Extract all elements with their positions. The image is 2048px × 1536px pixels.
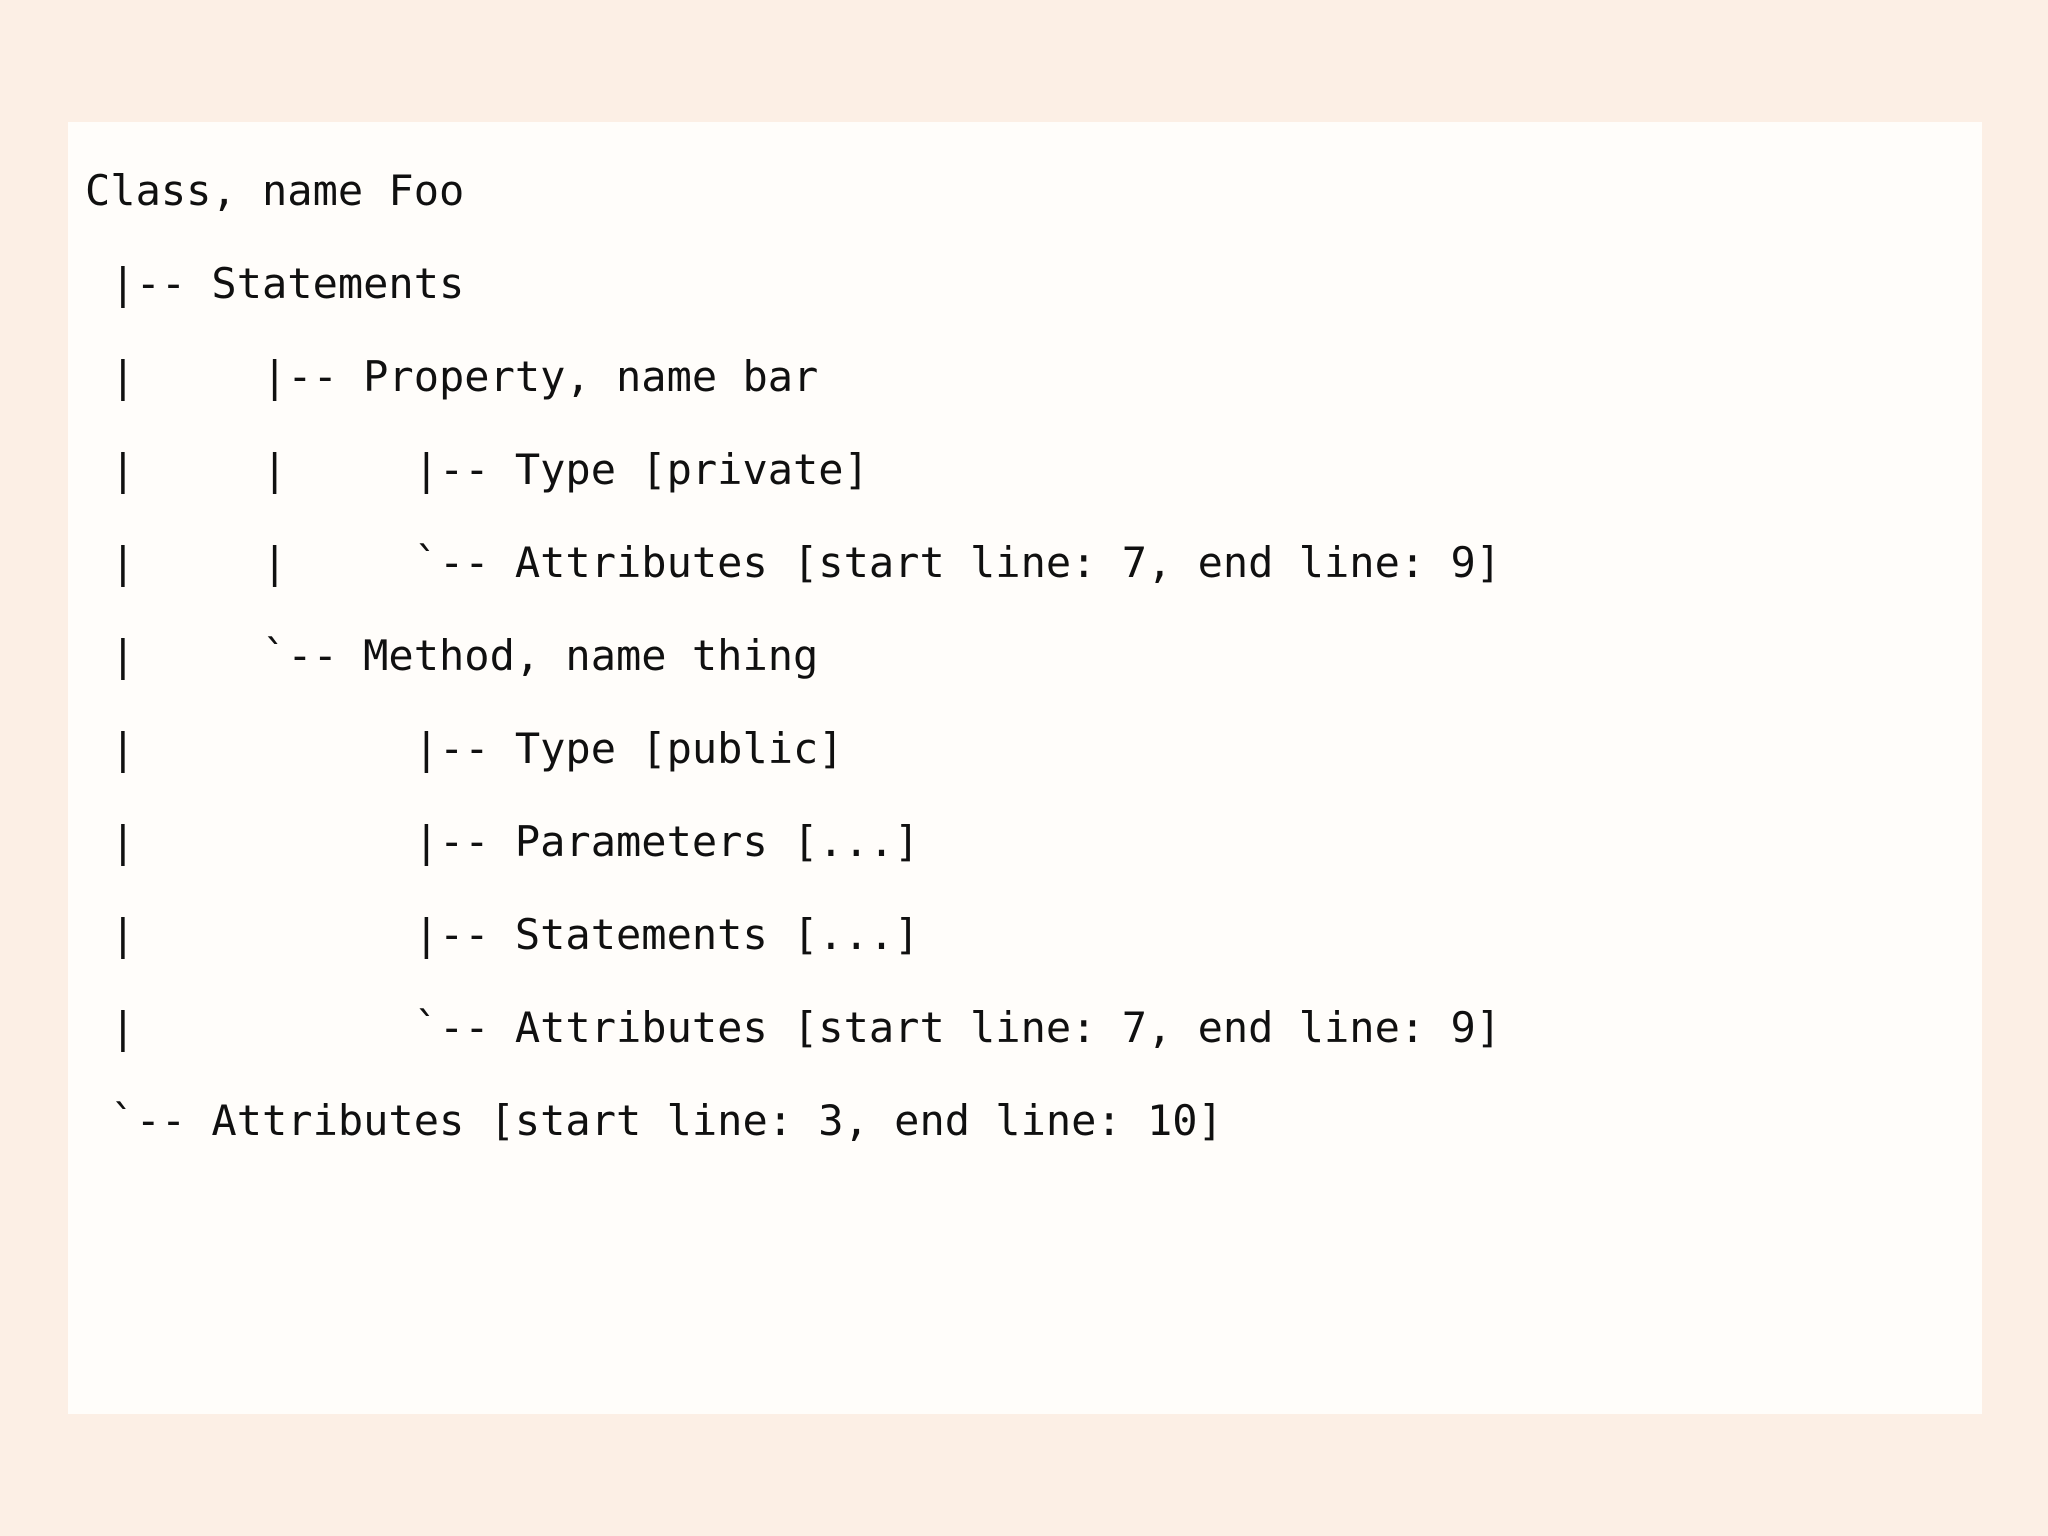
tree-line-attributes-property: | | `-- Attributes [start line: 7, end l… [85,538,1502,587]
ast-tree-output: Class, name Foo |-- Statements | |-- Pro… [85,144,1501,1167]
tree-line-property-bar: | |-- Property, name bar [85,352,819,401]
tree-line-statements-method: | |-- Statements [...] [85,910,920,959]
tree-line-method-thing: | `-- Method, name thing [85,631,819,680]
tree-line-type-private: | | |-- Type [private] [85,445,869,494]
tree-line-attributes-class: `-- Attributes [start line: 3, end line:… [85,1096,1223,1145]
tree-line-class-foo: Class, name Foo [85,166,465,215]
tree-line-statements: |-- Statements [85,259,465,308]
tree-line-attributes-method: | `-- Attributes [start line: 7, end lin… [85,1003,1502,1052]
tree-line-type-public: | |-- Type [public] [85,724,844,773]
tree-line-parameters: | |-- Parameters [...] [85,817,920,866]
output-card: Class, name Foo |-- Statements | |-- Pro… [68,122,1982,1414]
